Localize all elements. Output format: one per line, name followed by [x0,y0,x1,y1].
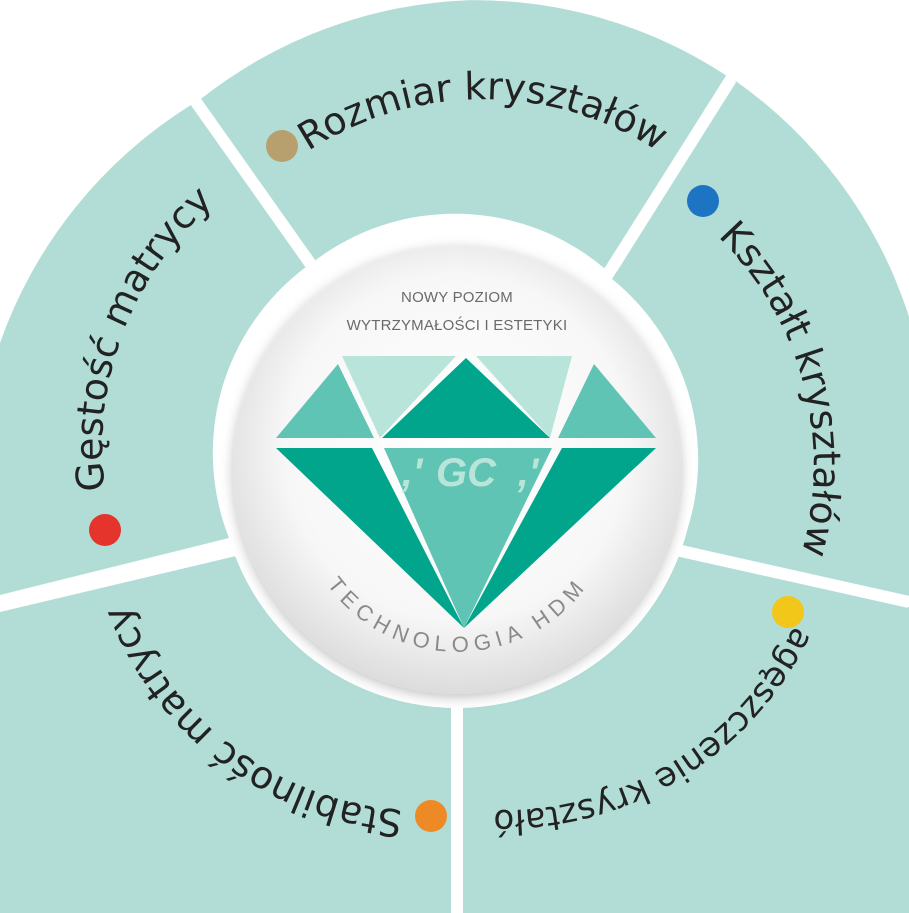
separator-line [191,98,317,270]
center-badge: NOWY POZIOM WYTRZYMAŁOŚCI I ESTETYKI GC … [219,232,695,708]
diamond-icon [276,356,656,628]
diamond-pavilion-center [384,448,552,628]
diamond-crown-right [558,364,656,438]
separator-line [0,541,234,610]
dot-rozmiar [266,130,298,162]
gc-logo-marks: ,' [401,451,424,495]
segment-dots [89,130,804,832]
diamond-crown-left-back [342,356,456,438]
dot-zageszczenie [772,596,804,628]
dot-stabilnosc [415,800,447,832]
separator-line [606,75,737,272]
diamond-crown-center [382,358,550,438]
diamond-crown-right-back [476,356,572,438]
diamond-pavilion-right [464,448,656,628]
gc-logo-marks: ,' [517,451,540,495]
segment-rozmiar [200,0,727,269]
gc-logo: GC [436,451,497,495]
center-heading-line2: WYTRZYMAŁOŚCI I ESTETYKI [347,316,568,334]
segment-gestosc [0,105,306,595]
diamond-pavilion-left [276,448,464,628]
dot-gestosc [89,514,121,546]
diamond-crown-left [276,364,374,438]
segment-separators [0,75,909,913]
segment-zageszczenie [462,556,909,913]
dot-ksztalt [687,185,719,217]
center-heading-line1: NOWY POZIOM [401,289,513,306]
separator-line [679,545,909,608]
segment-ksztalt [612,81,909,598]
segment-stabilnosc [0,556,452,913]
